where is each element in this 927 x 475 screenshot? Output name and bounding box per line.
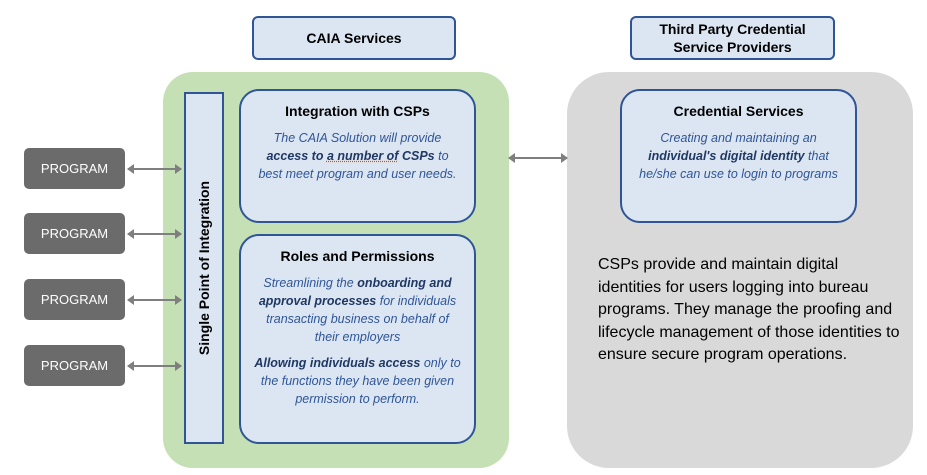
panel-connector-arrow	[508, 154, 568, 162]
third-party-header: Third Party Credential Service Providers	[630, 16, 835, 60]
program-box-2: PROGRAM	[24, 213, 125, 254]
program-arrow-2	[127, 230, 182, 238]
csp-description: CSPs provide and maintain digital identi…	[598, 256, 900, 363]
roles-body-1: Streamlining the onboarding and approval…	[258, 276, 457, 344]
third-party-label-line2: Service Providers	[673, 39, 792, 55]
program-box-3: PROGRAM	[24, 279, 125, 320]
program-box-4: PROGRAM	[24, 345, 125, 386]
caia-services-header: CAIA Services	[252, 16, 456, 60]
single-point-integration-bar: Single Point of Integration	[184, 92, 224, 444]
credential-body: Creating and maintaining an individual's…	[639, 131, 838, 181]
program-arrow-4	[127, 362, 182, 370]
integration-title: Integration with CSPs	[285, 103, 430, 119]
roles-permissions-card: Roles and Permissions Streamlining the o…	[239, 234, 476, 444]
program-box-1: PROGRAM	[24, 148, 125, 189]
credential-services-card: Credential Services Creating and maintai…	[620, 89, 857, 223]
integration-body: The CAIA Solution will provide access to…	[258, 131, 457, 181]
caia-services-label: CAIA Services	[306, 30, 402, 46]
program-arrow-3	[127, 296, 182, 304]
integration-card: Integration with CSPs The CAIA Solution …	[239, 89, 476, 223]
single-point-integration-label: Single Point of Integration	[196, 180, 212, 356]
third-party-label-line1: Third Party Credential	[659, 21, 806, 37]
roles-body-2: Allowing individuals access only to the …	[254, 356, 461, 406]
roles-title: Roles and Permissions	[280, 248, 435, 264]
credential-title: Credential Services	[673, 103, 804, 119]
program-arrow-1	[127, 165, 182, 173]
